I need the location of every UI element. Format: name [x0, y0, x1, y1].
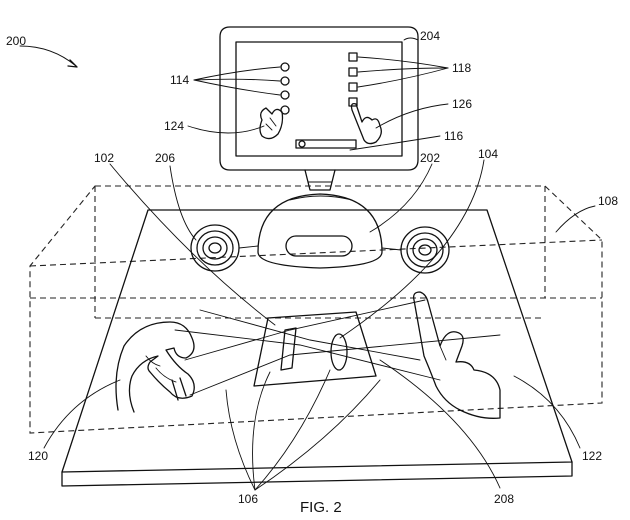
- speaker-right: [381, 226, 450, 274]
- speaker-left: [190, 224, 259, 272]
- sensing-volume-box: [29, 185, 603, 434]
- figure-caption: FIG. 2: [300, 499, 342, 516]
- surface-table: [61, 209, 573, 487]
- label-106: 106: [238, 492, 258, 506]
- label-102: 102: [94, 151, 114, 165]
- leader-lines: [19, 37, 596, 491]
- screen-circle-icons: [280, 62, 290, 115]
- label-114: 114: [170, 73, 189, 87]
- label-204: 204: [420, 29, 440, 43]
- label-124: 124: [164, 119, 184, 133]
- right-hand: [412, 291, 501, 419]
- display-monitor: [219, 26, 419, 191]
- label-208: 208: [494, 492, 514, 506]
- label-206: 206: [155, 151, 175, 165]
- label-122: 122: [582, 449, 602, 463]
- label-116: 116: [444, 129, 463, 143]
- left-hand: [115, 321, 195, 413]
- screen-hand-cursor-right: [350, 102, 382, 145]
- label-118: 118: [452, 61, 471, 75]
- label-108: 108: [598, 194, 618, 208]
- touch-pad-on-surface: [253, 311, 377, 387]
- screen-slider-bar: [295, 139, 357, 149]
- label-120: 120: [28, 449, 48, 463]
- reference-labels: 200 204 114 118 124 126 116 102 206 202 …: [6, 29, 618, 506]
- screen-square-icons: [348, 52, 358, 107]
- label-104: 104: [478, 147, 498, 161]
- label-126: 126: [452, 97, 472, 111]
- label-202: 202: [420, 151, 440, 165]
- camera-field-lines: [174, 299, 501, 396]
- screen-hand-cursor-left: [259, 107, 284, 140]
- camera-dome-housing: [257, 193, 383, 269]
- label-200: 200: [6, 34, 26, 48]
